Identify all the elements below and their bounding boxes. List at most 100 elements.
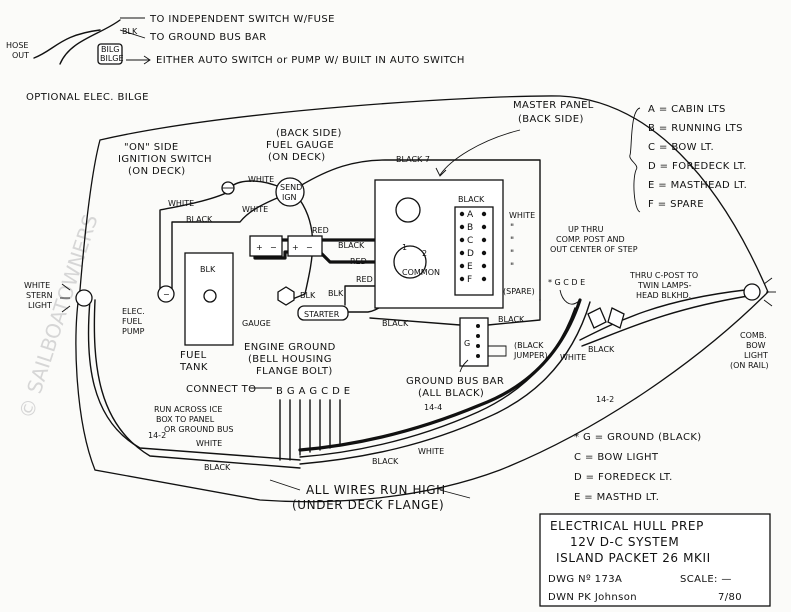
wire-gauge-14-2-right: 14-2 <box>596 395 614 404</box>
gcde-label: * G C D E <box>548 278 585 287</box>
either-note: EITHER AUTO SWITCH or PUMP W/ BUILT IN A… <box>156 55 465 66</box>
panel-switch-b: B" <box>459 223 514 233</box>
ditto-mark: " <box>510 262 514 272</box>
drawing-date: 7/80 <box>718 592 742 603</box>
twin-lamps <box>587 307 625 329</box>
ground-bus-label: GROUND BUS BAR(ALL BLACK) <box>406 376 504 399</box>
top-notes: TO INDEPENDENT SWITCH W/FUSE TO GROUND B… <box>6 14 465 103</box>
engine-blk-label: BLK <box>300 291 316 300</box>
wire-label-white-panel: WHITE <box>509 211 535 220</box>
wire-label-white-left: WHITE <box>168 199 194 208</box>
legend-row: F = SPARE <box>648 199 704 210</box>
tank-gauge-label: GAUGE <box>242 319 271 328</box>
panel-switch-label: B <box>467 223 473 233</box>
all-wires-label: ALL WIRES RUN HIGH(UNDER DECK FLANGE) <box>292 483 446 512</box>
wire-label-white-harness: WHITE <box>418 447 444 456</box>
fuel-gauge: SEND IGN <box>275 177 305 207</box>
master-panel-label: MASTER PANEL(BACK SIDE) <box>513 100 594 125</box>
wire-label-black-bus: BLACK <box>382 319 409 328</box>
starter-label: STARTER <box>304 310 340 319</box>
starter <box>297 305 349 321</box>
wire-label-red-3: RED <box>356 275 373 284</box>
panel-switch-label: D <box>467 249 474 259</box>
connect-to-letters: B G A G C D E <box>276 386 350 397</box>
white-stern-light <box>60 283 93 313</box>
spare-label: (SPARE) <box>503 287 535 296</box>
legend-row: E = MASTHEAD LT. <box>648 180 747 191</box>
tank-blk-label: BLK <box>200 265 216 274</box>
engine-ground <box>277 286 295 306</box>
title-line-1: ELECTRICAL HULL PREP <box>550 519 704 533</box>
panel-switch-group: AB"C"D"E"F <box>459 210 514 285</box>
wire-label-white-diag: WHITE <box>242 205 268 214</box>
circuit-legend: A = CABIN LTS B = RUNNING LTS C = BOW LT. D… <box>648 104 747 210</box>
battery-plus: + <box>256 243 263 252</box>
drawn-by: DWN PK Johnson <box>548 592 637 603</box>
star-legend-row: D = FOREDECK LT. <box>574 472 673 483</box>
panel-switch-d: D" <box>459 249 514 259</box>
battery-2-minus: − <box>306 243 313 252</box>
panel-switch-f: F <box>459 275 487 285</box>
gauge-ign-terminal: IGN <box>282 193 297 202</box>
wire-label-white-bow: WHITE <box>560 353 586 362</box>
gauge-send-terminal: SEND <box>280 183 302 192</box>
wire-1-label: 1 <box>402 243 407 252</box>
wire-label-white-ign: WHITE <box>248 175 274 184</box>
ground-bus-bar: G <box>459 317 489 367</box>
battery-2-plus: + <box>292 243 299 252</box>
drawing-number: DWG Nº 173A <box>548 574 622 585</box>
scale-label: SCALE: — <box>680 574 732 585</box>
star-legend-row: C = BOW LIGHT <box>574 452 659 463</box>
panel-switch-label: F <box>467 275 472 285</box>
title-line-3: ISLAND PACKET 26 MKII <box>556 551 711 565</box>
title-line-2: 12V D-C SYSTEM <box>570 535 679 549</box>
common-label: COMMON <box>402 268 440 277</box>
wire-label-red-1: RED <box>312 226 329 235</box>
ditto-mark: " <box>510 223 514 233</box>
ignition-switch <box>221 181 235 195</box>
note-ground-bus: TO GROUND BUS BAR <box>149 32 267 43</box>
wire-label-white-cable: WHITE <box>196 439 222 448</box>
wire-label-black-batt: BLACK <box>338 241 365 250</box>
wire-label-black-panel: BLACK <box>458 195 485 204</box>
bilge-pump-label-2: BILGE <box>100 54 124 63</box>
panel-switch-label: E <box>467 262 473 272</box>
bilge-pump-label: BILG <box>101 45 120 54</box>
legend-row: C = BOW LT. <box>648 142 714 153</box>
wire-gauge-14-4: 14-4 <box>424 403 442 412</box>
legend-row: B = RUNNING LTS <box>648 123 743 134</box>
panel-switch-e: E" <box>459 262 514 272</box>
legend-row: A = CABIN LTS <box>648 104 726 115</box>
ground-bus-g: G <box>464 339 470 348</box>
ditto-mark: " <box>510 236 514 246</box>
wire-label-black-cable: BLACK <box>204 463 231 472</box>
optional-bilge-note: OPTIONAL ELEC. BILGE <box>26 92 149 103</box>
pump-minus: − <box>163 290 170 299</box>
wire-label-black-bow: BLACK <box>588 345 615 354</box>
bilge-pump <box>97 43 123 65</box>
star-legend-row: E = MASTHD LT. <box>574 492 659 503</box>
comb-bow-light <box>743 277 776 307</box>
wire-label-red-2: RED <box>350 257 367 266</box>
wire-gauge-14-2-left: 14-2 <box>148 431 166 440</box>
elec-fuel-pump: − <box>157 285 175 303</box>
wire-label-blk: BLK <box>328 289 344 298</box>
panel-switch-label: A <box>467 210 474 220</box>
hull-outline <box>75 95 769 503</box>
ditto-mark: " <box>510 249 514 259</box>
wire-label-black-top: BLACK 7 <box>396 155 430 164</box>
battery: + − + − <box>249 235 323 257</box>
legend-row: D = FOREDECK LT. <box>648 161 747 172</box>
